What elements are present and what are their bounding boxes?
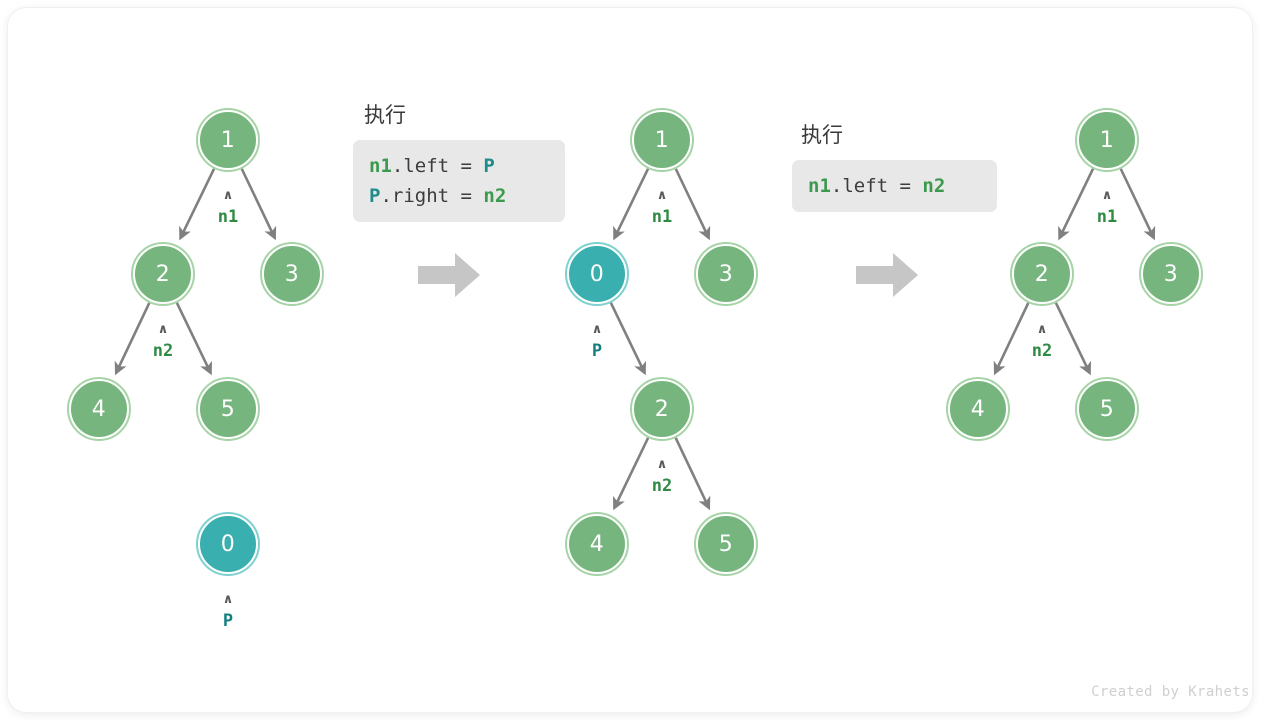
pointer-name: P (222, 611, 234, 631)
code-token: .right = (380, 185, 484, 207)
tree-node: 5 (694, 512, 758, 576)
code-token: n2 (922, 175, 946, 197)
pointer-name: n2 (152, 341, 174, 361)
pointer-label: ∧ n1 (1072, 189, 1142, 226)
caret-icon: ∧ (1036, 322, 1048, 337)
pointer-label: ∧ n1 (193, 189, 263, 226)
tree-node: 4 (946, 377, 1010, 441)
caret-icon: ∧ (656, 457, 668, 472)
pointer-label: ∧P (193, 593, 263, 630)
tree-node: 4 (67, 377, 131, 441)
transition-arrow-2 (856, 253, 918, 297)
code-token: n1 (808, 175, 831, 197)
caret-icon: ∧ (222, 592, 234, 607)
tree-node: 5 (196, 377, 260, 441)
step-label-2: 执行 (801, 123, 843, 147)
pointer-label: ∧ n2 (1007, 323, 1077, 360)
code-token: .left = (830, 175, 923, 197)
code-line: n1.left = P (369, 151, 549, 181)
tree-node: 3 (694, 242, 758, 306)
code-token: n1 (369, 155, 392, 177)
pointer-name: n1 (217, 207, 239, 227)
tree-node: 0 (196, 512, 260, 576)
pointer-name: P (591, 341, 603, 361)
tree-node: 2 (1010, 242, 1074, 306)
code-line: n1.left = n2 (808, 171, 981, 201)
caret-icon: ∧ (222, 188, 234, 203)
code-token: n2 (483, 185, 507, 207)
pointer-name: n1 (1096, 207, 1118, 227)
caret-icon: ∧ (157, 322, 169, 337)
caret-icon: ∧ (1101, 188, 1113, 203)
pointer-label: ∧ n1 (627, 189, 697, 226)
credit-text: Created by Krahets (1091, 684, 1250, 700)
caret-icon: ∧ (656, 188, 668, 203)
tree-node: 3 (1139, 242, 1203, 306)
step-label-1: 执行 (364, 103, 406, 127)
tree-node: 2 (131, 242, 195, 306)
tree-node: 5 (1075, 377, 1139, 441)
tree-node: 1 (630, 108, 694, 172)
pointer-label: ∧ n2 (627, 458, 697, 495)
pointer-label: ∧P (562, 323, 632, 360)
tree-node: 3 (260, 242, 324, 306)
caret-icon: ∧ (591, 322, 603, 337)
tree-node: 4 (565, 512, 629, 576)
pointer-label: ∧ n2 (128, 323, 198, 360)
tree-node: 2 (630, 377, 694, 441)
code-box-2: n1.left = n2 (792, 160, 997, 212)
code-token: P (369, 185, 381, 207)
tree-node: 1 (1075, 108, 1139, 172)
code-line: P.right = n2 (369, 181, 549, 211)
code-token: .left = (391, 155, 484, 177)
pointer-name: n2 (1031, 341, 1053, 361)
pointer-name: n2 (651, 476, 673, 496)
pointer-name: n1 (651, 207, 673, 227)
tree-node: 1 (196, 108, 260, 172)
transition-arrow-1 (418, 253, 480, 297)
code-token: P (483, 155, 495, 177)
tree-node: 0 (565, 242, 629, 306)
